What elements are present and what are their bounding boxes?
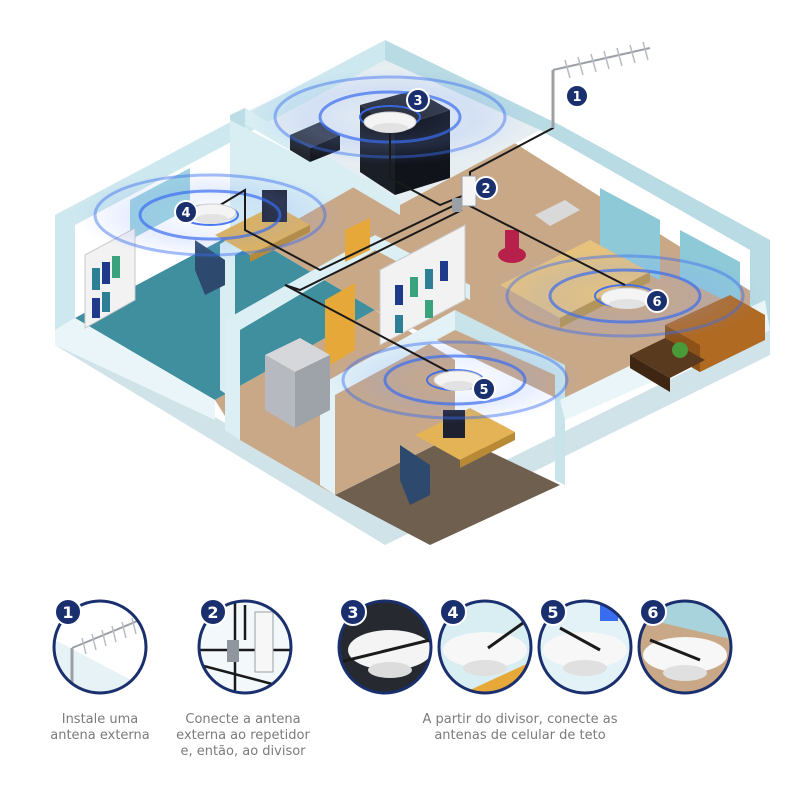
step-2-caption: Conecte a antena externa ao repetidor e,… — [168, 712, 318, 760]
marker-3-label: 3 — [413, 94, 422, 109]
step-3-circle: 3 — [335, 599, 435, 700]
step-2-caption-line: Conecte a antena — [168, 712, 318, 728]
marker-4-label: 4 — [181, 206, 190, 221]
step-2-caption-line: e, então, ao divisor — [168, 744, 318, 760]
marker-3: 3 — [407, 89, 429, 111]
step-3-number: 3 — [347, 603, 358, 622]
marker-2: 2 — [475, 177, 497, 199]
step-2-circle: 2 — [195, 599, 295, 700]
step-5-number: 5 — [547, 603, 558, 622]
steps-3-6-caption: A partir do divisor, conecte as antenas … — [420, 712, 620, 744]
step-6-circle: 6 — [635, 599, 735, 700]
marker-1: 1 — [566, 85, 588, 107]
step-1-circle: 1 — [50, 599, 150, 700]
splitter-icon — [452, 198, 462, 212]
step-5-circle: 5 — [535, 599, 635, 700]
step-1-number: 1 — [62, 603, 73, 622]
yagi-antenna-icon — [553, 42, 650, 128]
marker-5: 5 — [473, 378, 495, 400]
steps-3-6-caption-line: A partir do divisor, conecte as — [420, 712, 620, 728]
marker-5-label: 5 — [479, 383, 488, 398]
step-circles: 1 2 — [50, 599, 735, 700]
step-6-number: 6 — [647, 603, 658, 622]
step-2-number: 2 — [207, 603, 218, 622]
step-1-caption-line: antena externa — [40, 728, 160, 744]
marker-6-label: 6 — [652, 295, 661, 310]
steps-3-6-caption-line: antenas de celular de teto — [420, 728, 620, 744]
step-1-caption: Instale uma antena externa — [40, 712, 160, 744]
step-4-circle: 4 — [435, 599, 535, 700]
copier — [265, 338, 330, 428]
marker-6: 6 — [646, 290, 668, 312]
step-1-caption-line: Instale uma — [40, 712, 160, 728]
repeater-icon — [462, 176, 476, 206]
marker-2-label: 2 — [481, 182, 490, 197]
step-4-number: 4 — [447, 603, 458, 622]
marker-1-label: 1 — [572, 90, 581, 105]
marker-4: 4 — [175, 201, 197, 223]
step-2-caption-line: externa ao repetidor — [168, 728, 318, 744]
